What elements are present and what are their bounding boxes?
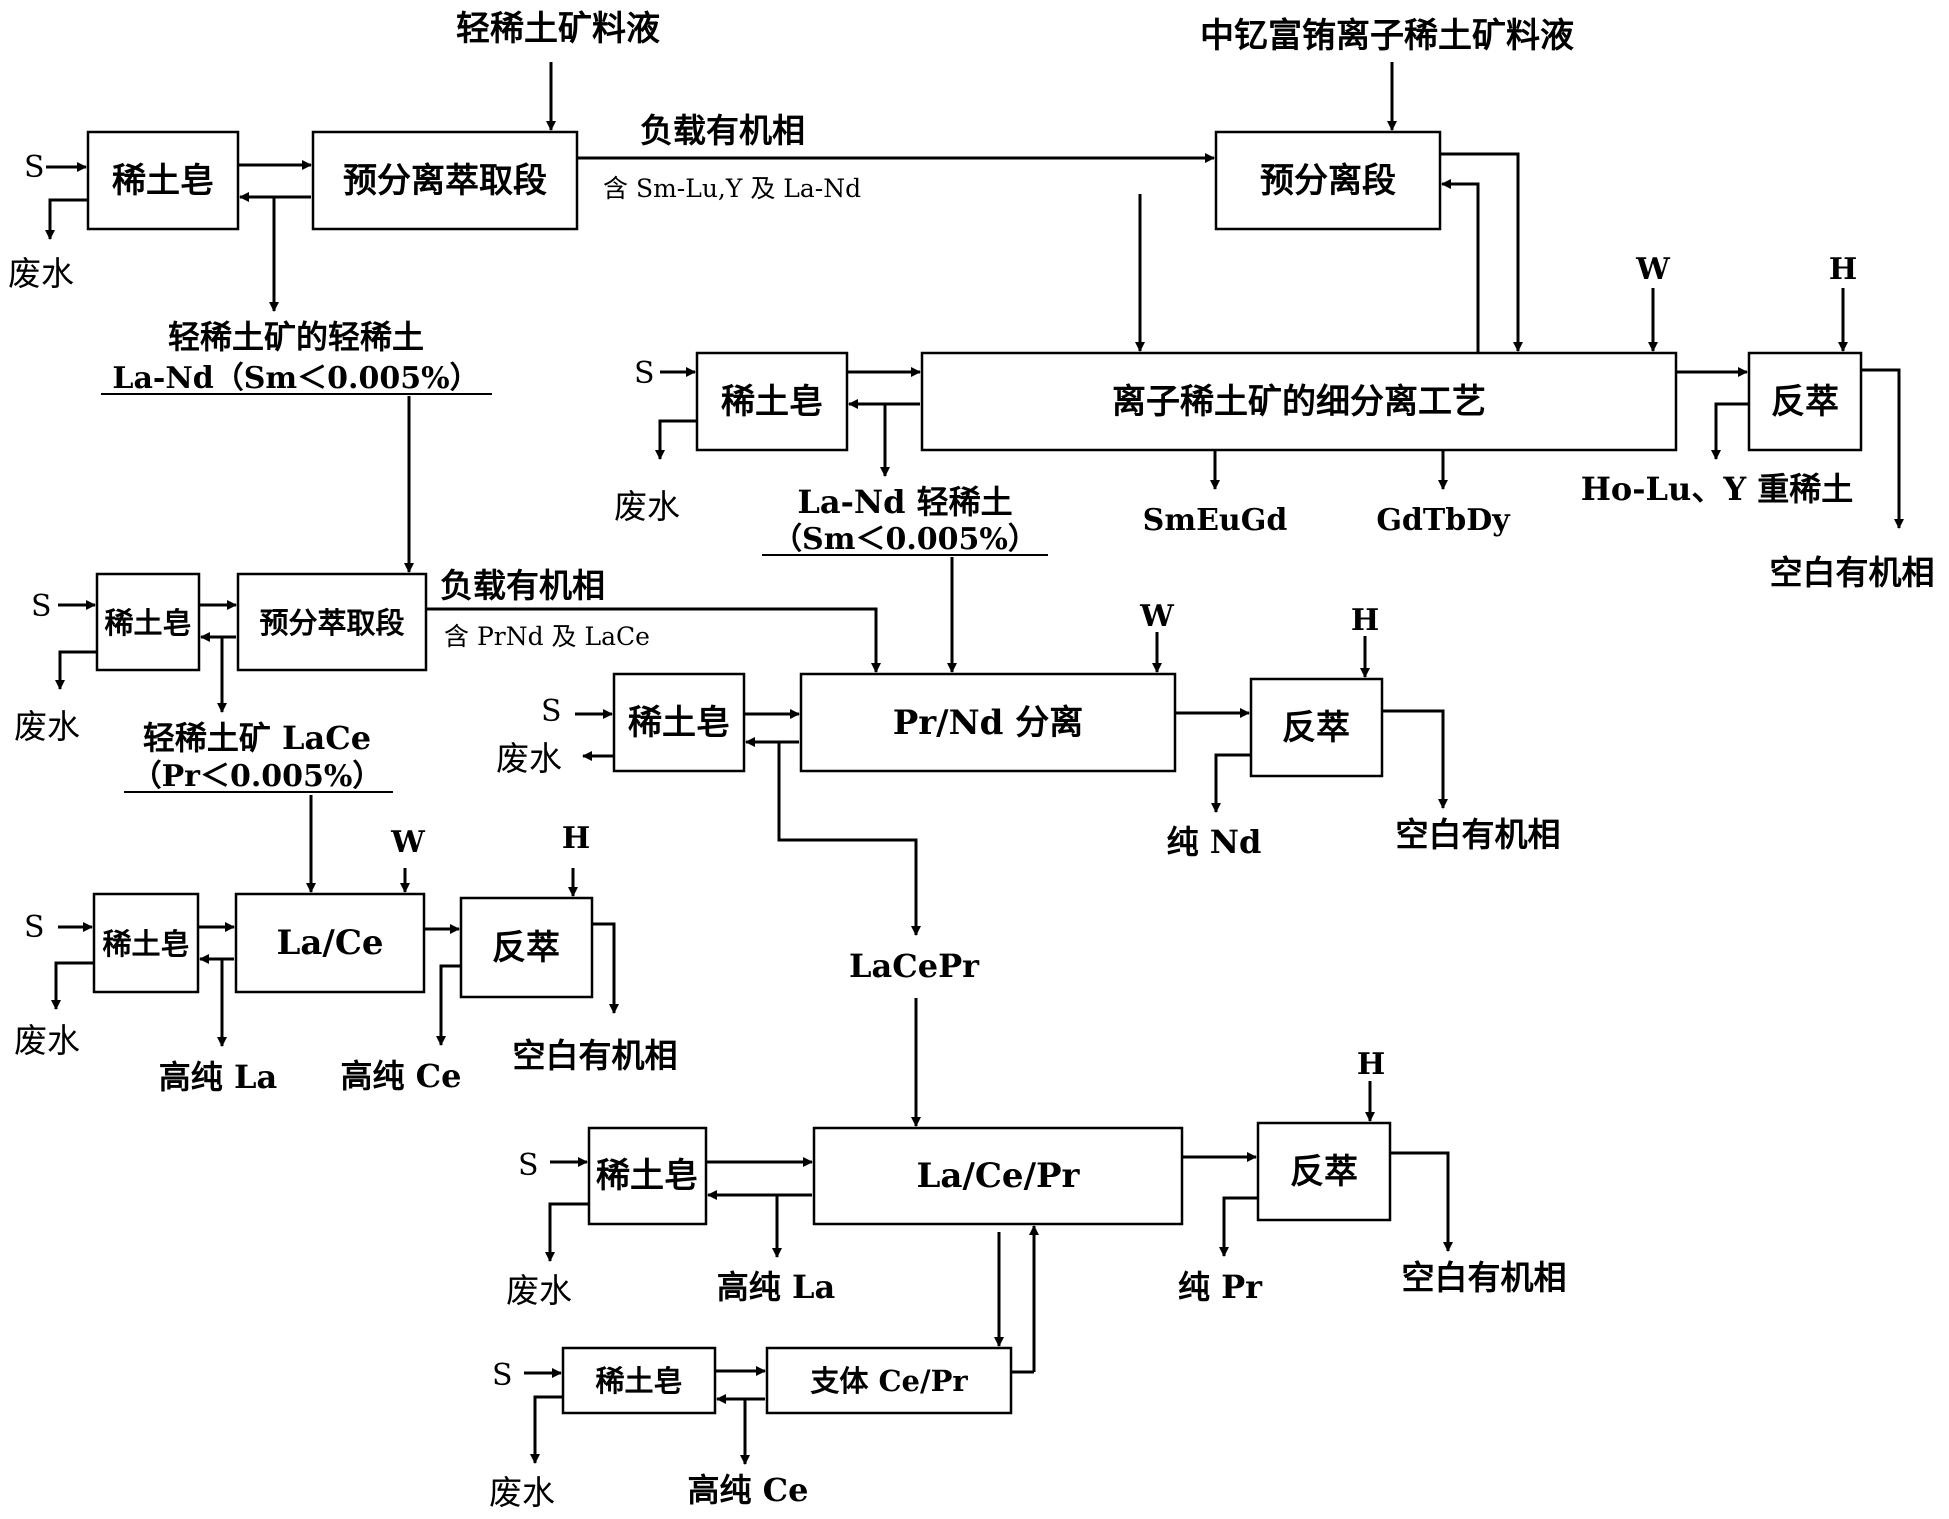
soap-box-2: 稀土皂 (697, 353, 847, 450)
soap-label: 稀土皂 (102, 927, 189, 961)
soap-box-3: 稀土皂 (97, 574, 199, 670)
wastewater-label: 废水 (489, 1473, 555, 1512)
stage-label: 预分离段 (1260, 161, 1396, 201)
pre-separation-extraction-box: 预分离萃取段 (313, 132, 577, 229)
s-label: S (518, 1148, 539, 1183)
blank-organic-label: 空白有机相 (1402, 1258, 1567, 1297)
light-re-spec: La-Nd（Sm＜0.005%） (112, 361, 479, 396)
stage-label: 反萃 (1771, 382, 1839, 422)
soap-label: 稀土皂 (628, 703, 730, 743)
h-label: H (562, 821, 590, 856)
lace-separation-box: La/Ce (236, 894, 424, 992)
soap-box-5: 稀土皂 (94, 894, 198, 992)
ion-light-re-label: La-Nd 轻稀土 (797, 483, 1012, 521)
ion-light-re-spec: （Sm＜0.005%） (772, 522, 1038, 557)
stage-label: 反萃 (1282, 708, 1350, 748)
lace-spec: （Pr＜0.005%） (132, 759, 383, 794)
s-label: S (31, 589, 52, 624)
product-pure-pr: 纯 Pr (1178, 1268, 1263, 1306)
s-label: S (492, 1358, 513, 1393)
soap-label: 稀土皂 (596, 1156, 698, 1196)
strip-box-4: 反萃 (1258, 1123, 1390, 1220)
loaded-organic-content: 含 Sm-Lu,Y 及 La-Nd (603, 174, 861, 203)
pre-separation-box: 预分离段 (1216, 132, 1440, 229)
wastewater-label: 废水 (496, 739, 562, 778)
h-label: H (1351, 603, 1379, 638)
stage-label: Pr/Nd 分离 (893, 703, 1084, 743)
s-label: S (24, 910, 45, 945)
light-feed-label: 轻稀土矿料液 (456, 9, 660, 49)
light-re-label: 轻稀土矿的轻稀土 (168, 318, 424, 356)
stage-label: 离子稀土矿的细分离工艺 (1112, 382, 1486, 422)
soap-label: 稀土皂 (112, 161, 214, 201)
wastewater-label: 废水 (14, 1021, 80, 1060)
ion-fine-separation-box: 离子稀土矿的细分离工艺 (922, 353, 1676, 450)
wastewater-label: 废水 (8, 254, 74, 293)
soap-label: 稀土皂 (595, 1364, 682, 1398)
soap-box-1: 稀土皂 (88, 132, 238, 229)
prnd-separation-box: Pr/Nd 分离 (801, 674, 1175, 771)
s-label: S (634, 356, 655, 391)
stage-label: La/Ce (276, 923, 383, 963)
product-heavy-re: Ho-Lu、Y 重稀土 (1581, 470, 1854, 508)
soap-box-4: 稀土皂 (614, 674, 744, 771)
stage-label: 反萃 (492, 928, 560, 968)
blank-organic-label: 空白有机相 (513, 1036, 678, 1075)
product-high-ce: 高纯 Ce (341, 1057, 462, 1095)
w-label: W (390, 825, 426, 860)
soap-label: 稀土皂 (104, 606, 191, 640)
product-high-ce: 高纯 Ce (688, 1471, 809, 1509)
lacepr-label: LaCePr (849, 947, 980, 985)
strip-box-2: 反萃 (1251, 679, 1382, 776)
blank-organic-label: 空白有机相 (1770, 553, 1935, 592)
lacepr-separation-box: La/Ce/Pr (814, 1128, 1182, 1224)
s-label: S (24, 150, 45, 185)
product-smeugd: SmEuGd (1143, 503, 1288, 538)
loaded-organic-content: 含 PrNd 及 LaCe (444, 622, 650, 651)
s-label: S (541, 694, 562, 729)
wastewater-label: 废水 (614, 487, 680, 526)
product-pure-nd: 纯 Nd (1167, 823, 1262, 861)
wastewater-label: 废水 (506, 1271, 572, 1310)
strip-box-3: 反萃 (461, 898, 592, 997)
h-label: H (1829, 252, 1857, 287)
stage-label: 预分离萃取段 (343, 161, 547, 201)
wastewater-label: 废水 (14, 707, 80, 746)
stage-label: 支体 Ce/Pr (810, 1364, 968, 1398)
product-high-la: 高纯 La (159, 1058, 277, 1096)
blank-organic-label: 空白有机相 (1396, 815, 1561, 854)
soap-box-7: 稀土皂 (563, 1348, 715, 1413)
w-label: W (1635, 252, 1671, 287)
lace-label: 轻稀土矿 LaCe (143, 719, 371, 757)
stage-label: La/Ce/Pr (917, 1156, 1081, 1196)
pre-extraction-box: 预分萃取段 (238, 574, 426, 670)
soap-box-6: 稀土皂 (589, 1128, 706, 1224)
strip-box-1: 反萃 (1749, 353, 1861, 450)
branch-cepr-box: 支体 Ce/Pr (767, 1348, 1011, 1413)
h-label: H (1357, 1047, 1385, 1082)
soap-label: 稀土皂 (721, 382, 823, 422)
product-high-la: 高纯 La (717, 1268, 835, 1306)
stage-label: 预分萃取段 (259, 606, 404, 640)
ion-feed-label: 中钇富铕离子稀土矿料液 (1200, 16, 1574, 56)
w-label: W (1139, 599, 1175, 634)
stage-label: 反萃 (1290, 1152, 1358, 1192)
loaded-organic-label: 负载有机相 (640, 111, 805, 150)
loaded-organic-label: 负载有机相 (440, 566, 605, 605)
product-gdtbdy: GdTbDy (1376, 503, 1511, 538)
